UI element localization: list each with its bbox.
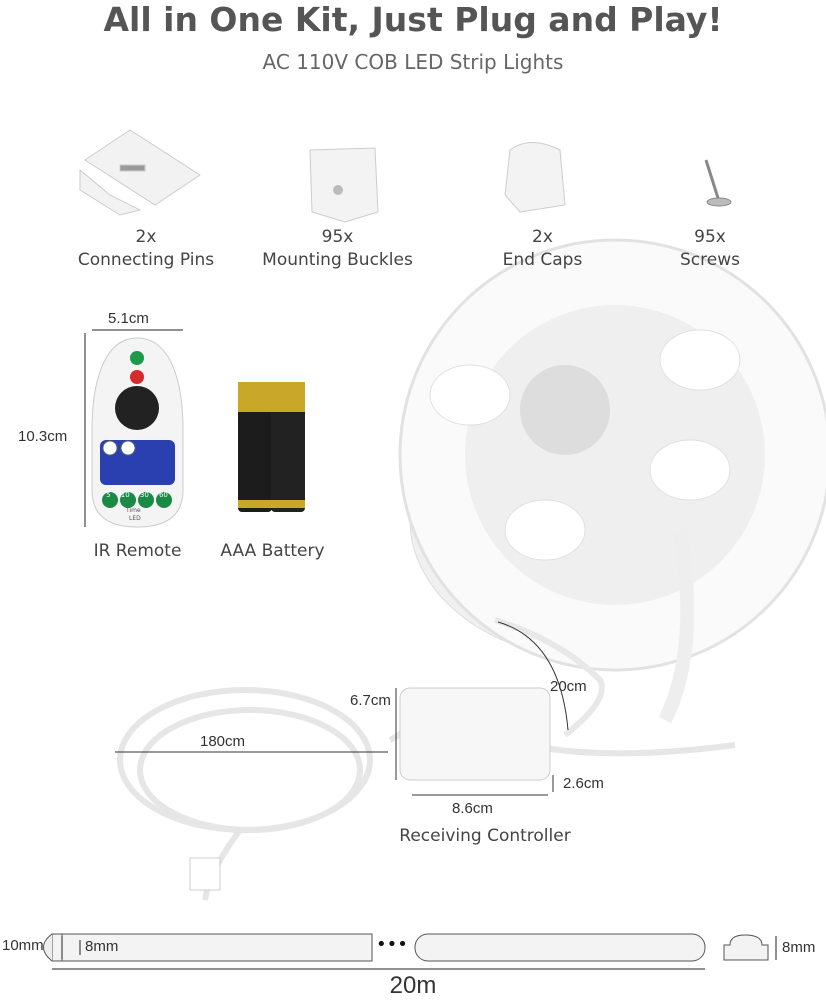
- remote-timer-buttons: 5 10 30 60: [101, 491, 173, 499]
- controller-height-label: 6.7cm: [350, 692, 391, 709]
- strip-ellipsis: •••: [376, 934, 408, 955]
- page-subtitle: AC 110V COB LED Strip Lights: [262, 50, 564, 74]
- receiving-controller-image: [395, 687, 554, 796]
- timer-button-5: 5: [106, 491, 111, 499]
- aaa-battery-image: [238, 382, 305, 512]
- led-strip-reel-image: [398, 238, 826, 738]
- power-cord-length-label: 180cm: [200, 733, 246, 750]
- remote-time-text: Time: [126, 507, 141, 514]
- remote-height-label: 10.3cm: [18, 428, 68, 445]
- mounting-buckle-image: [309, 147, 379, 223]
- connecting-pins-image: [79, 129, 201, 216]
- led-strip-diagram: [43, 933, 777, 970]
- strip-inner-height-label: 8mm: [85, 938, 119, 955]
- strip-profile-height-label: 8mm: [782, 939, 816, 956]
- remote-width-label: 5.1cm: [108, 310, 149, 327]
- ir-remote-image: [84, 329, 184, 528]
- timer-button-60: 60: [158, 491, 168, 499]
- remote-led-text: LED: [129, 515, 141, 522]
- power-cord-image: [115, 687, 736, 901]
- strip-length-label: 20m: [389, 972, 437, 999]
- accessory-qty: 2x: [532, 227, 553, 247]
- controller-depth-label: 2.6cm: [563, 775, 604, 792]
- screw-image: [704, 159, 732, 207]
- page-title: All in One Kit, Just Plug and Play!: [103, 0, 723, 39]
- accessory-name: End Caps: [502, 250, 583, 270]
- accessory-qty: 95x: [694, 227, 726, 247]
- accessory-name: Screws: [680, 250, 740, 270]
- strip-outer-height-label: 10mm: [2, 937, 44, 954]
- timer-button-30: 30: [139, 491, 149, 499]
- accessory-name: Mounting Buckles: [262, 250, 413, 270]
- accessory-connecting-pins: 2x Connecting Pins: [66, 226, 226, 272]
- accessory-name: Connecting Pins: [77, 250, 215, 270]
- end-cap-image: [504, 142, 566, 213]
- ir-remote-label: IR Remote: [93, 541, 182, 561]
- accessory-end-caps: 2x End Caps: [470, 226, 615, 272]
- receiving-controller-label: Receiving Controller: [399, 826, 571, 846]
- accessory-qty: 2x: [135, 227, 157, 247]
- controller-width-label: 8.6cm: [452, 800, 493, 817]
- accessory-qty: 95x: [321, 227, 354, 247]
- accessory-screws: 95x Screws: [650, 226, 770, 272]
- timer-button-10: 10: [120, 491, 130, 499]
- aaa-battery-label: AAA Battery: [220, 541, 325, 561]
- controller-lead-length-label: 20cm: [550, 678, 587, 695]
- accessory-mounting-buckles: 95x Mounting Buckles: [255, 226, 420, 272]
